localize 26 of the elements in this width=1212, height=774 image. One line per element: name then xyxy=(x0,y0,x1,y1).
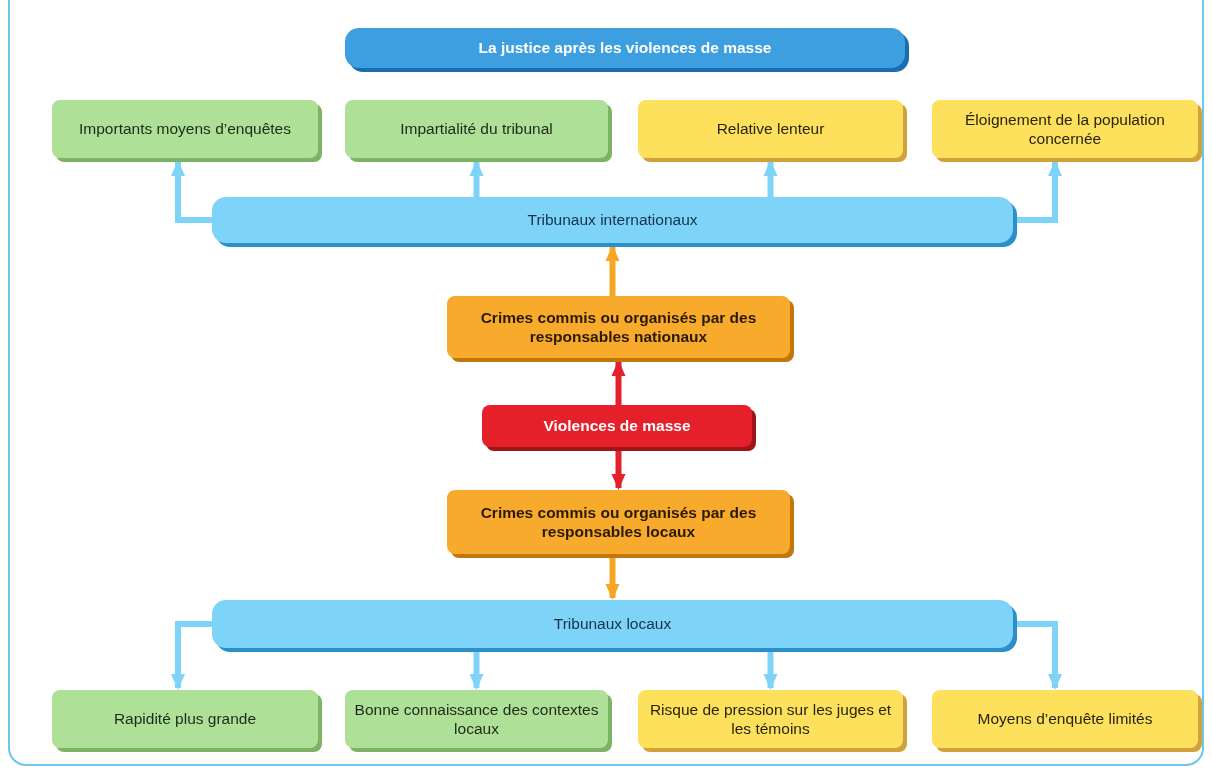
arrow xyxy=(611,451,626,490)
box-label: Relative lenteur xyxy=(716,119,825,139)
arrow xyxy=(763,160,778,197)
box-label: Éloignement de la population concernée xyxy=(964,109,1166,149)
box-label: Impartialité du tribunal xyxy=(400,119,553,139)
arrow xyxy=(469,652,484,690)
arrow xyxy=(469,160,484,197)
box-label: Crimes commis ou organisés par des responsables locaux xyxy=(479,502,758,542)
arrow xyxy=(171,621,212,690)
arrow xyxy=(605,245,620,296)
box-label: Bonne connaissance des contextes locaux xyxy=(353,699,600,739)
arrow xyxy=(605,558,620,600)
box-label: Risque de pression sur les juges et les témoins xyxy=(648,699,893,739)
box-label: Importants moyens d’enquêtes xyxy=(79,119,291,139)
arrow xyxy=(171,160,212,223)
box-label: Crimes commis ou organisés par des responsables nationaux xyxy=(479,307,758,347)
box-label: Violences de masse xyxy=(543,416,691,436)
title-text: La justice après les violences de masse xyxy=(478,38,772,58)
arrow xyxy=(763,652,778,690)
box-label: Tribunaux locaux xyxy=(553,614,672,634)
box-label: Rapidité plus grande xyxy=(113,709,257,729)
arrow xyxy=(1017,621,1062,690)
box-label: Tribunaux internationaux xyxy=(527,210,698,230)
box-label: Moyens d’enquête limités xyxy=(977,709,1153,729)
arrow xyxy=(611,360,626,405)
arrow xyxy=(1017,160,1062,223)
